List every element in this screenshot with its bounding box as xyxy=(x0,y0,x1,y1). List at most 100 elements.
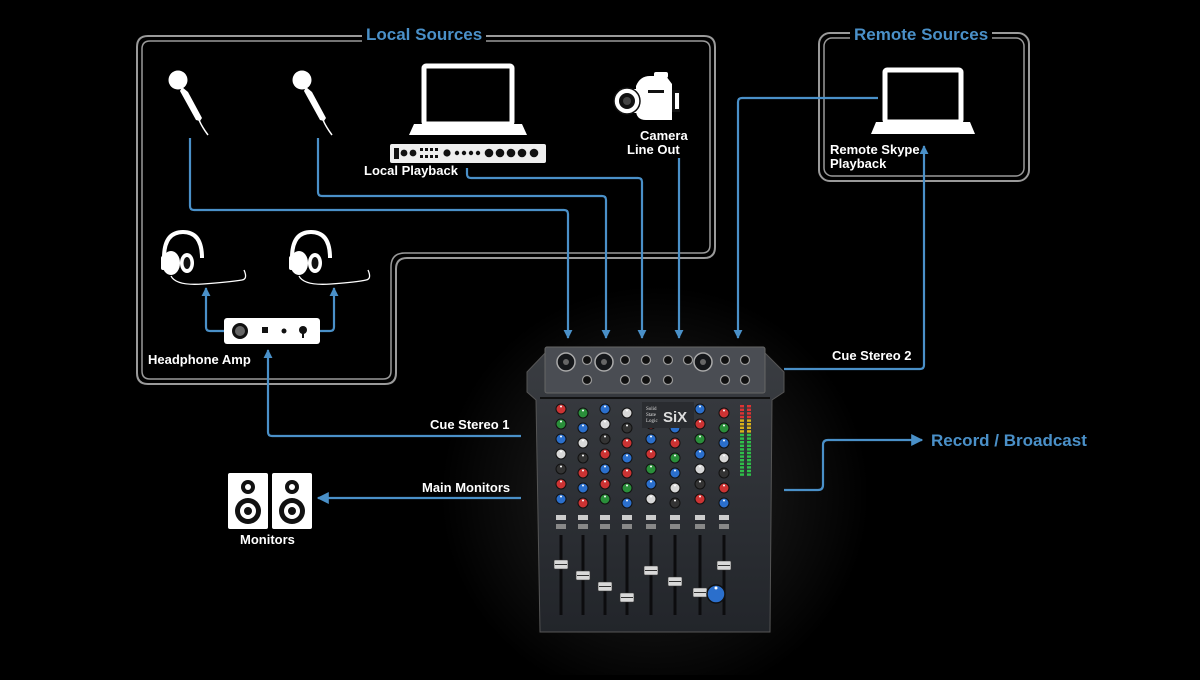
mixer-knob xyxy=(555,403,567,415)
speaker-icon xyxy=(272,473,312,529)
mixer-button xyxy=(646,524,656,529)
mixer-knob xyxy=(621,422,633,434)
meter-segment xyxy=(747,455,751,458)
mixer-knob-marker xyxy=(723,469,725,472)
mixer-button xyxy=(670,524,680,529)
mixer-knob-marker xyxy=(626,454,628,457)
jack-socket xyxy=(719,374,731,386)
meter-segment xyxy=(740,451,744,455)
mixer-button xyxy=(600,524,610,529)
meter-segment xyxy=(747,462,751,465)
mixer-knob-marker xyxy=(723,424,725,427)
jack-socket xyxy=(682,354,694,366)
mixer-knob-marker xyxy=(674,484,676,487)
meter-segment xyxy=(740,423,744,426)
meter-segment xyxy=(740,455,744,458)
cue-stereo-2-label: Cue Stereo 2 xyxy=(832,348,912,363)
svg-text:Solid: Solid xyxy=(646,407,657,412)
mixer-knob xyxy=(645,463,657,475)
speaker-icon xyxy=(228,473,268,529)
mixer-brand: Solid State Logic SiX xyxy=(642,402,694,428)
meter-segment xyxy=(740,408,744,411)
local-sources-title: Local Sources xyxy=(362,26,487,44)
mixer-knob xyxy=(621,407,633,419)
meter-segment xyxy=(740,412,744,415)
mixer-button xyxy=(646,515,656,520)
meter-segment xyxy=(740,462,744,465)
mixer-knob xyxy=(718,452,730,464)
meter-segment xyxy=(747,437,751,440)
meter-segment xyxy=(740,419,744,422)
mixer-knob-marker xyxy=(650,480,652,483)
mixer-knob xyxy=(555,448,567,460)
camera-label-line2: Line Out xyxy=(627,142,680,157)
mixer-knob-marker xyxy=(723,454,725,457)
meter-segment xyxy=(747,466,751,469)
mixer-knob-marker xyxy=(723,499,725,502)
mixer-knob-marker xyxy=(582,424,584,427)
mixer-knob xyxy=(694,403,706,415)
meter-segment xyxy=(747,459,751,462)
mixer-knob xyxy=(555,493,567,505)
monitors-label: Monitors xyxy=(240,532,295,547)
mixer-knob-marker xyxy=(699,480,701,483)
mixer-knob-marker xyxy=(604,435,606,438)
mixer-knob-marker xyxy=(650,465,652,468)
jack-socket xyxy=(662,374,674,386)
mixer-knob xyxy=(718,422,730,434)
mixer-button xyxy=(719,524,729,529)
meter-segment xyxy=(747,419,751,422)
meter-segment xyxy=(747,426,751,429)
mixer-knob xyxy=(718,437,730,449)
mixer-channel-strips xyxy=(553,403,751,615)
mixer-knob xyxy=(669,437,681,449)
remote-playback-label-line1: Remote Skype xyxy=(830,142,920,157)
mixer-knob xyxy=(621,467,633,479)
connection-headphone-amp-left xyxy=(201,287,224,333)
mixer-knob-marker xyxy=(699,495,701,498)
mixer-knob xyxy=(577,422,589,434)
jack-socket xyxy=(640,354,652,366)
mixer-knob xyxy=(694,463,706,475)
mixer-knob-marker xyxy=(604,465,606,468)
mixer-knob xyxy=(599,403,611,415)
meter-segment xyxy=(740,444,744,447)
mixer-knob-marker xyxy=(560,480,562,483)
mixer-knob-marker xyxy=(560,495,562,498)
mixer-button xyxy=(719,515,729,520)
mixer-knob xyxy=(645,493,657,505)
meter-segment xyxy=(747,423,751,426)
mixer-knob-marker xyxy=(626,439,628,442)
mixer-knob-marker xyxy=(674,499,676,502)
meter-segment xyxy=(740,466,744,469)
mixer-knob xyxy=(599,448,611,460)
master-knob xyxy=(706,584,726,604)
main-monitors-label: Main Monitors xyxy=(422,480,511,495)
mixer-knob-marker xyxy=(699,420,701,423)
mixer-knob xyxy=(645,448,657,460)
mixer-button xyxy=(556,515,566,520)
mixer-button xyxy=(600,515,610,520)
mixer-knob-marker xyxy=(674,454,676,457)
mixer-knob xyxy=(694,478,706,490)
jack-socket xyxy=(739,374,751,386)
mixer-knob xyxy=(555,418,567,430)
meter-segment xyxy=(747,451,751,455)
meter-segment xyxy=(740,433,744,437)
mixer-knob-marker xyxy=(582,439,584,442)
connection-record-broadcast xyxy=(784,434,924,492)
local-playback-label: Local Playback xyxy=(364,163,458,178)
xlr-socket-pin xyxy=(700,359,706,365)
jack-socket xyxy=(640,374,652,386)
svg-text:SiX: SiX xyxy=(663,409,687,426)
mixer-knob xyxy=(645,433,657,445)
meter-segment xyxy=(740,473,744,476)
mixer-knob-marker xyxy=(604,405,606,408)
mixer-knob-marker xyxy=(582,484,584,487)
meter-segment xyxy=(747,448,751,451)
mixer-connectors xyxy=(556,352,751,386)
jack-socket xyxy=(581,374,593,386)
headphones-icon xyxy=(289,229,371,285)
connection-mic1-to-mixer xyxy=(188,138,573,339)
